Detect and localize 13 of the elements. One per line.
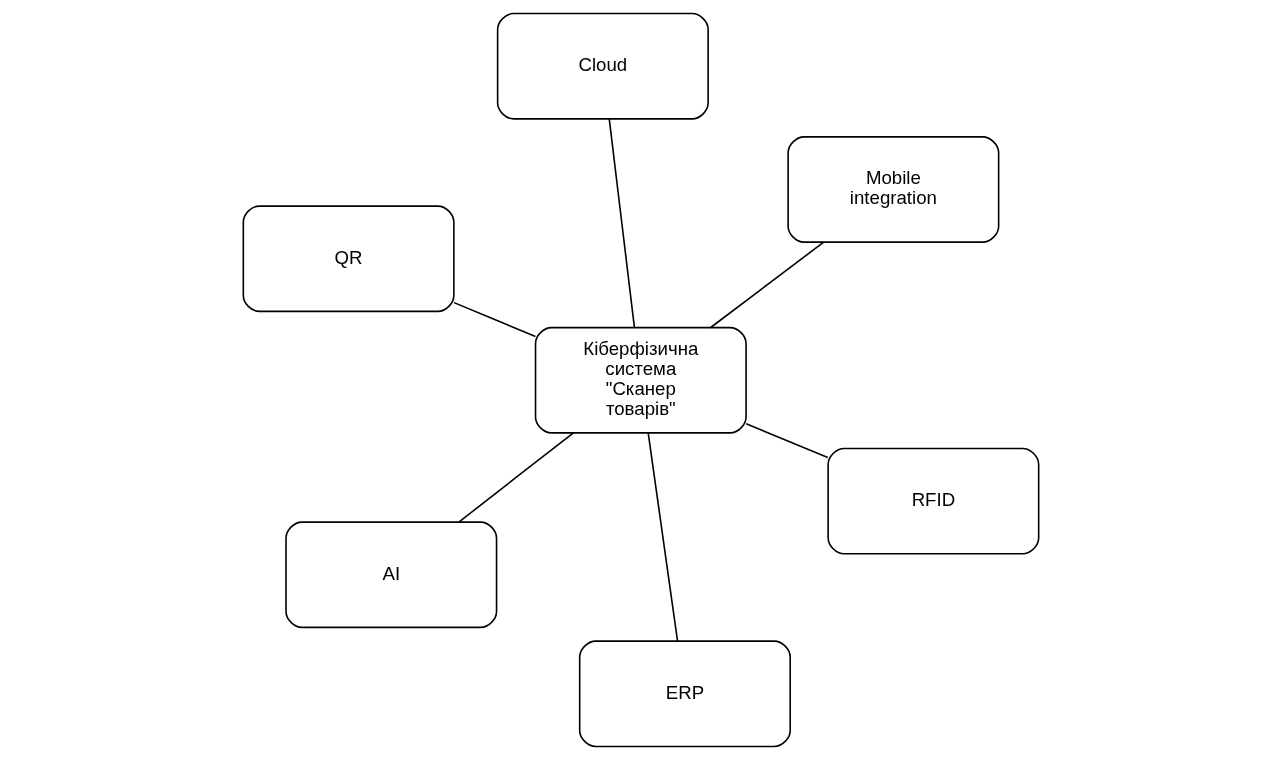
node-box: Cloud [496, 12, 709, 120]
connector [647, 432, 679, 642]
connector [608, 118, 636, 328]
connector [709, 241, 825, 329]
node-box: ERP [578, 640, 791, 748]
connector [745, 423, 829, 459]
connector [453, 301, 537, 338]
connector [458, 432, 574, 523]
node-box: Кіберфізична система "Сканер товарів" [534, 326, 747, 434]
node-box: QR [242, 205, 455, 313]
node-box: Mobile integration [787, 136, 1000, 243]
node-box: RFID [827, 447, 1040, 555]
node-box: AI [285, 521, 498, 629]
